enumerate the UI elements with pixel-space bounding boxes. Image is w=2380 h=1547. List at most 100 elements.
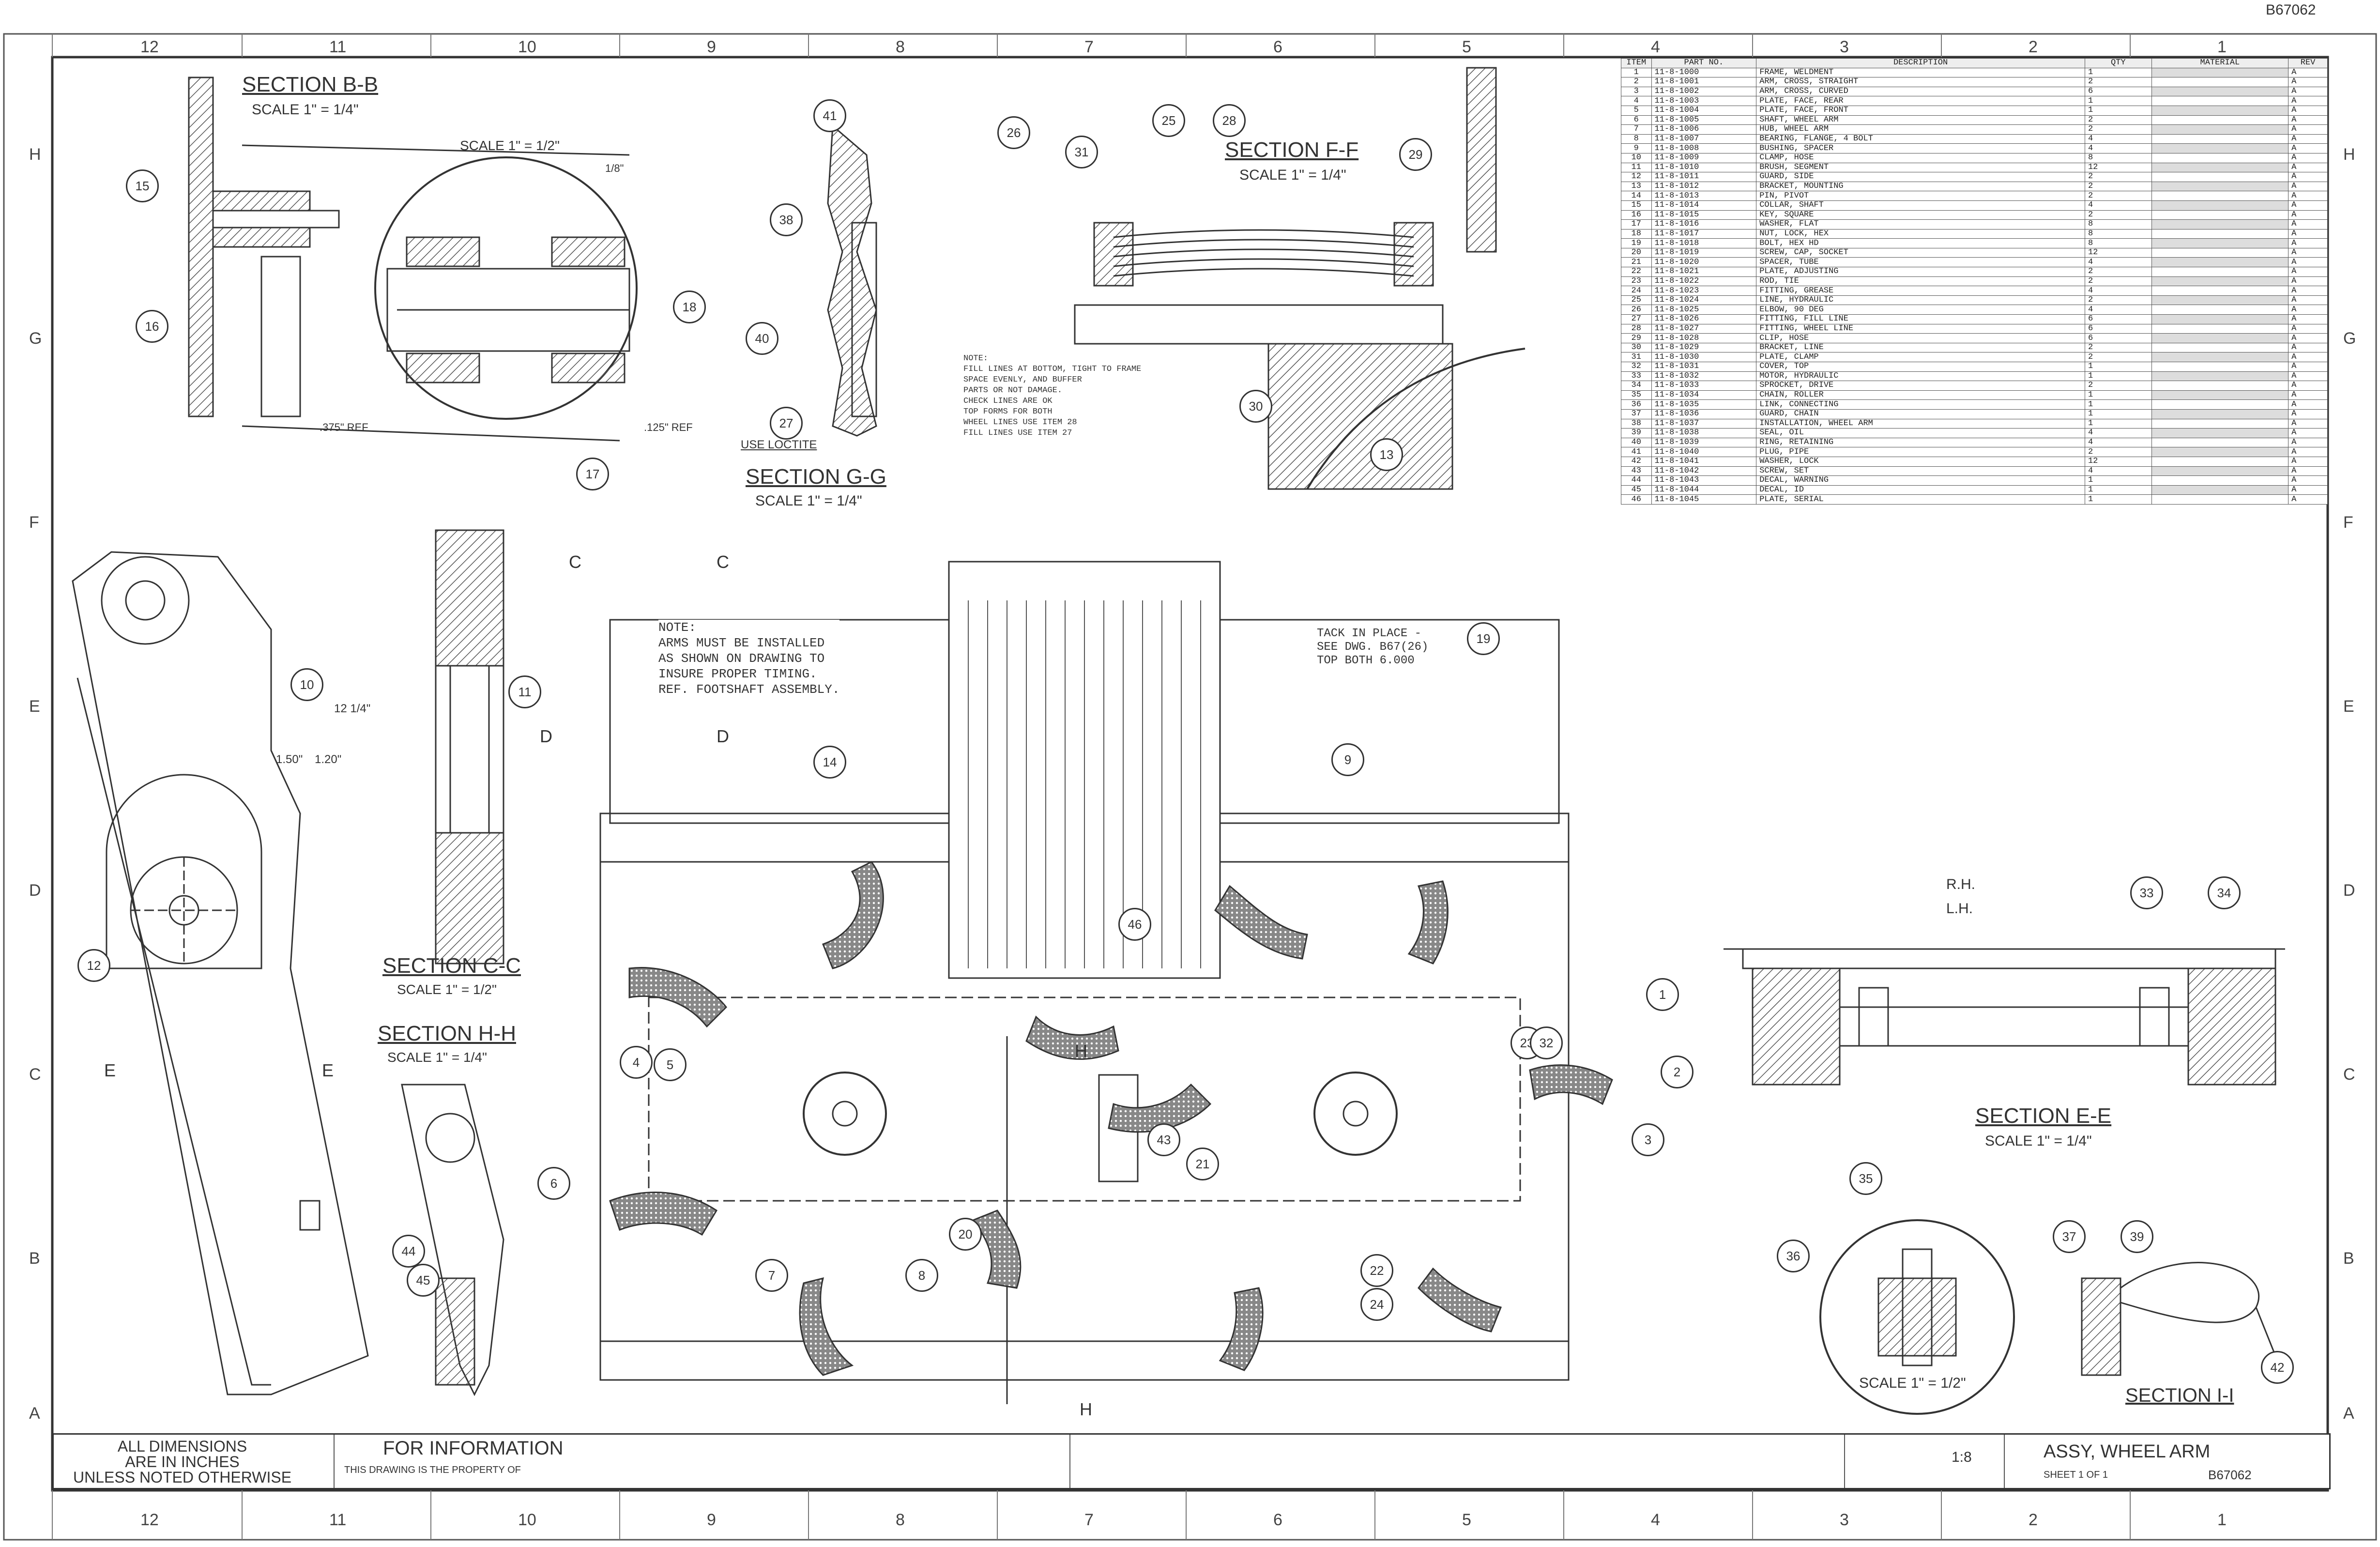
bom-cell: 11-8-1027	[1651, 323, 1757, 334]
bom-cell: A	[2288, 67, 2328, 78]
bom-cell: 9	[1621, 143, 1652, 153]
bom-cell: A	[2288, 466, 2328, 476]
item-balloon: 20	[949, 1218, 982, 1251]
dimension: .375" REF	[320, 421, 368, 433]
bom-cell: A	[2288, 191, 2328, 201]
bom-cell: A	[2288, 229, 2328, 239]
bom-cell	[2151, 238, 2289, 248]
bom-cell: RING, RETAINING	[1756, 437, 2085, 448]
section-c-scale: SCALE 1" = 1/2"	[397, 982, 497, 997]
zone-row: F	[29, 513, 39, 532]
zone-col: 11	[329, 38, 347, 56]
bom-cell: 2	[2084, 447, 2152, 457]
bom-cell: A	[2288, 162, 2328, 173]
bom-cell	[2151, 200, 2289, 211]
dims-note: ALL DIMENSIONS ARE IN INCHES UNLESS NOTE…	[73, 1438, 292, 1486]
bom-cell: CLAMP, HOSE	[1756, 153, 2085, 163]
bom-cell: A	[2288, 134, 2328, 144]
section-mark: E	[104, 1060, 116, 1080]
bom-cell: A	[2288, 238, 2328, 248]
bom-cell: 6	[1621, 115, 1652, 125]
bom-cell: 1	[2084, 105, 2152, 116]
bom-cell: 1	[2084, 371, 2152, 382]
bom-cell: 45	[1621, 485, 1652, 495]
bom-header: REV	[2288, 58, 2328, 68]
bom-cell	[2151, 352, 2289, 362]
bom-cell	[2151, 276, 2289, 287]
bom-cell	[2151, 362, 2289, 372]
bom-cell: 2	[2084, 115, 2152, 125]
bom-cell	[2151, 257, 2289, 268]
bom-cell: 4	[2084, 143, 2152, 153]
bom-cell: BEARING, FLANGE, 4 BOLT	[1756, 134, 2085, 144]
zone-col: 6	[1273, 1511, 1282, 1529]
bom-cell: 11-8-1033	[1651, 381, 1757, 391]
title-block: ALL DIMENSIONS ARE IN INCHES UNLESS NOTE…	[52, 1433, 2331, 1489]
zone-col: 4	[1651, 1511, 1660, 1529]
section-f-scale: SCALE 1" = 1/4"	[1239, 167, 1346, 183]
section-h-view	[401, 1084, 504, 1396]
bom-cell: ROD, TIE	[1756, 276, 2085, 287]
bom-cell	[2151, 295, 2289, 306]
zone-col: 5	[1462, 1511, 1471, 1529]
drawing-title: ASSY, WHEEL ARM	[2044, 1441, 2211, 1462]
zone-row: C	[29, 1065, 41, 1084]
bom-cell: 11-8-1041	[1651, 456, 1757, 467]
item-balloon: 13	[1370, 438, 1403, 471]
bom-cell: FITTING, GREASE	[1756, 286, 2085, 296]
bom-cell	[2151, 485, 2289, 495]
bom-cell: 11-8-1007	[1651, 134, 1757, 144]
bom-cell	[2151, 333, 2289, 343]
bom-cell: 11-8-1032	[1651, 371, 1757, 382]
dimension: 12 1/4"	[334, 702, 371, 715]
bom-cell: FITTING, FILL LINE	[1756, 314, 2085, 324]
zone-row: G	[2343, 329, 2356, 348]
section-g-note: NOTE: FILL LINES AT BOTTOM, TIGHT TO FRA…	[963, 354, 1142, 438]
section-mark: C	[717, 552, 729, 572]
item-balloon: 35	[1849, 1162, 1882, 1195]
zone-col: 10	[518, 38, 536, 56]
bom-cell: 26	[1621, 305, 1652, 315]
item-balloon: 42	[2261, 1351, 2294, 1384]
scale-value: 1:8	[1952, 1449, 1972, 1465]
bom-cell: A	[2288, 219, 2328, 230]
section-b-title: SECTION B-B	[242, 73, 379, 96]
bom-cell: PLATE, CLAMP	[1756, 352, 2085, 362]
bom-cell: 33	[1621, 371, 1652, 382]
bom-cell: 22	[1621, 267, 1652, 277]
bom-cell	[2151, 172, 2289, 182]
bom-cell: GUARD, SIDE	[1756, 172, 2085, 182]
bom-cell: BRACKET, LINE	[1756, 342, 2085, 353]
bom-header: PART NO.	[1651, 58, 1757, 68]
bom-cell: 11-8-1006	[1651, 124, 1757, 135]
bom-cell: ARM, CROSS, CURVED	[1756, 86, 2085, 97]
bom-cell: 11	[1621, 162, 1652, 173]
bom-cell: 11-8-1020	[1651, 257, 1757, 268]
bom-cell: 25	[1621, 295, 1652, 306]
bom-cell: A	[2288, 437, 2328, 448]
bom-cell: 42	[1621, 456, 1652, 467]
bom-cell: ARM, CROSS, STRAIGHT	[1756, 77, 2085, 87]
item-balloon: 4	[620, 1046, 653, 1079]
section-f-view	[1074, 67, 1526, 490]
bom-cell: A	[2288, 305, 2328, 315]
bom-cell: 7	[1621, 124, 1652, 135]
bom-cell	[2151, 399, 2289, 410]
bom-cell: 12	[2084, 162, 2152, 173]
bom-cell: 11-8-1018	[1651, 238, 1757, 248]
bom-cell: 6	[2084, 86, 2152, 97]
item-balloon: 22	[1360, 1254, 1393, 1287]
bom-cell: 4	[2084, 134, 2152, 144]
bom-cell: 11-8-1008	[1651, 143, 1757, 153]
bom-cell	[2151, 134, 2289, 144]
bom-cell: A	[2288, 428, 2328, 438]
bom-cell: A	[2288, 153, 2328, 163]
zone-col: 10	[518, 1511, 536, 1529]
bom-cell: 32	[1621, 362, 1652, 372]
